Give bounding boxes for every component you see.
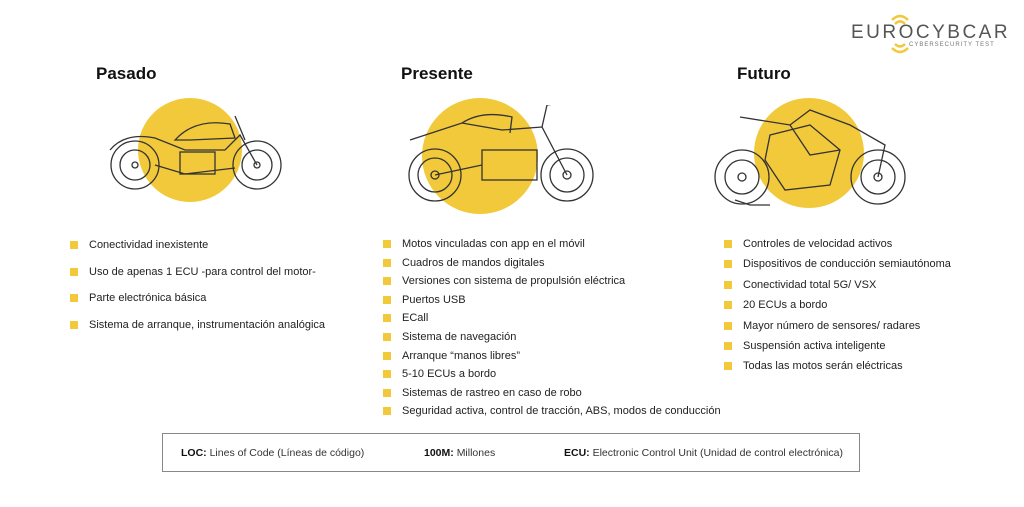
pasado-feature-list: Conectividad inexistente Uso de apenas 1… — [70, 239, 325, 345]
column-title-futuro: Futuro — [737, 64, 791, 83]
modern-motorcycle-illustration — [408, 105, 594, 202]
list-item: Conectividad inexistente — [70, 239, 325, 266]
futuristic-motorcycle-illustration — [714, 109, 906, 206]
classic-motorcycle-illustration — [109, 115, 282, 190]
futuro-feature-list: Controles de velocidad activos Dispositi… — [724, 238, 951, 381]
signal-waves-icon — [891, 14, 909, 54]
legend-item-loc: LOC: Lines of Code (Líneas de código) — [181, 447, 365, 459]
list-item: Puertos USB — [383, 294, 721, 313]
list-item: Controles de velocidad activos — [724, 238, 951, 258]
list-item: Motos vinculadas con app en el móvil — [383, 238, 721, 257]
list-item: Todas las motos serán eléctricas — [724, 360, 951, 380]
list-item: Cuadros de mandos digitales — [383, 257, 721, 276]
list-item: Arranque “manos libres” — [383, 350, 721, 369]
column-title-presente: Presente — [401, 64, 473, 83]
list-item: Uso de apenas 1 ECU -para control del mo… — [70, 266, 325, 293]
list-item: ECall — [383, 312, 721, 331]
list-item: Dispositivos de conducción semiautónoma — [724, 258, 951, 278]
list-item: Suspensión activa inteligente — [724, 340, 951, 360]
list-item: Versiones con sistema de propulsión eléc… — [383, 275, 721, 294]
abbreviation-legend: LOC: Lines of Code (Líneas de código) 10… — [162, 433, 860, 472]
legend-item-100m: 100M: Millones — [424, 447, 496, 459]
list-item: Mayor número de sensores/ radares — [724, 320, 951, 340]
list-item: 5-10 ECUs a bordo — [383, 368, 721, 387]
logo-tagline: CYBERSECURITY TEST — [909, 42, 995, 48]
presente-feature-list: Motos vinculadas con app en el móvil Cua… — [383, 238, 721, 424]
list-item: Sistema de arranque, instrumentación ana… — [70, 319, 325, 346]
list-item: 20 ECUs a bordo — [724, 299, 951, 319]
list-item: Seguridad activa, control de tracción, A… — [383, 405, 721, 424]
logo-wordmark: EUROCYBCAR — [851, 22, 1011, 43]
list-item: Sistemas de rastreo en caso de robo — [383, 387, 721, 406]
legend-item-ecu: ECU: Electronic Control Unit (Unidad de … — [564, 447, 843, 459]
list-item: Parte electrónica básica — [70, 292, 325, 319]
list-item: Conectividad total 5G/ VSX — [724, 279, 951, 299]
column-title-pasado: Pasado — [96, 64, 157, 83]
list-item: Sistema de navegación — [383, 331, 721, 350]
yellow-circle — [422, 98, 538, 214]
